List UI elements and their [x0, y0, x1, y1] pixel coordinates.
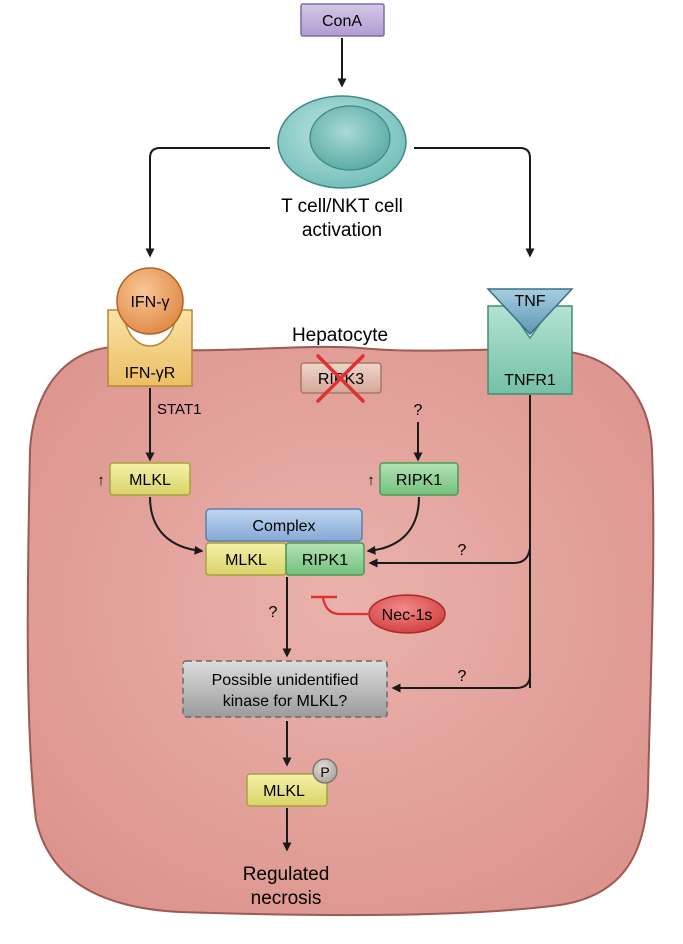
tcell-label-line2: activation — [302, 220, 382, 241]
tnfr1-label: TNFR1 — [504, 372, 556, 389]
ifng-ligand — [116, 267, 184, 335]
question-complex-kinase: ? — [269, 604, 278, 621]
stat1-label: STAT1 — [157, 401, 201, 418]
mlkl-upregulated-box — [109, 462, 191, 496]
ripk1-upregulated-label: RIPK1 — [396, 472, 442, 489]
hepatocyte-label: Hepatocyte — [292, 325, 388, 346]
complex-ripk1-box — [285, 542, 365, 576]
question-tnfr1-kinase: ? — [458, 668, 467, 685]
tnf-ligand — [486, 288, 574, 336]
question-tnfr1-complex: ? — [458, 542, 467, 559]
mlkl-upregulated-label: MLKL — [129, 472, 171, 489]
outcome-label-line1: Regulated — [243, 864, 330, 885]
phosphate-label: P — [320, 764, 329, 780]
cona-box — [300, 3, 385, 37]
ifng-label: IFN-γ — [130, 294, 169, 311]
complex-label: Complex — [252, 518, 315, 535]
question-ripk1: ? — [414, 402, 423, 419]
phosphate-circle — [312, 758, 338, 784]
arrow-tnfr1-to-complex — [368, 547, 531, 568]
kinase-label-line1: Possible unidentified — [212, 672, 359, 689]
nec1s-inhibition-line — [321, 597, 368, 616]
arrow-ripk1-to-complex — [366, 496, 420, 555]
nec1s-oval — [368, 594, 446, 634]
complex-ripk1-label: RIPK1 — [302, 552, 348, 569]
kinase-box — [182, 660, 388, 718]
outcome-label-line2: necrosis — [251, 888, 322, 909]
ifngr-label: IFN-γR — [125, 365, 176, 382]
arrow-tcell-to-ifng — [145, 147, 270, 258]
kinase-label-line2: kinase for MLKL? — [223, 693, 348, 710]
mlkl-phosphorylated-box — [246, 773, 328, 807]
ripk1-upregulated-box — [379, 462, 459, 496]
nec1s-label: Nec-1s — [382, 607, 433, 624]
t-cell-nucleus — [309, 105, 391, 171]
tcell-label-line1: T cell/NKT cell — [281, 196, 403, 217]
arrow-mlkl-to-complex — [149, 496, 204, 555]
hepatocyte-cell — [26, 345, 655, 917]
arrow-tcell-to-tnf — [414, 147, 535, 258]
ripk1-upregulated-arrow: ↑ — [367, 472, 375, 489]
mlkl-upregulated-arrow: ↑ — [97, 472, 105, 489]
cona-label: ConA — [322, 13, 362, 30]
tnf-label: TNF — [514, 293, 545, 310]
ripk3-knockout-cross — [316, 354, 365, 403]
complex-box — [205, 508, 363, 542]
complex-mlkl-label: MLKL — [225, 552, 267, 569]
arrow-tnfr1-to-kinase — [391, 674, 531, 693]
mlkl-phosphorylated-label: MLKL — [263, 783, 305, 800]
